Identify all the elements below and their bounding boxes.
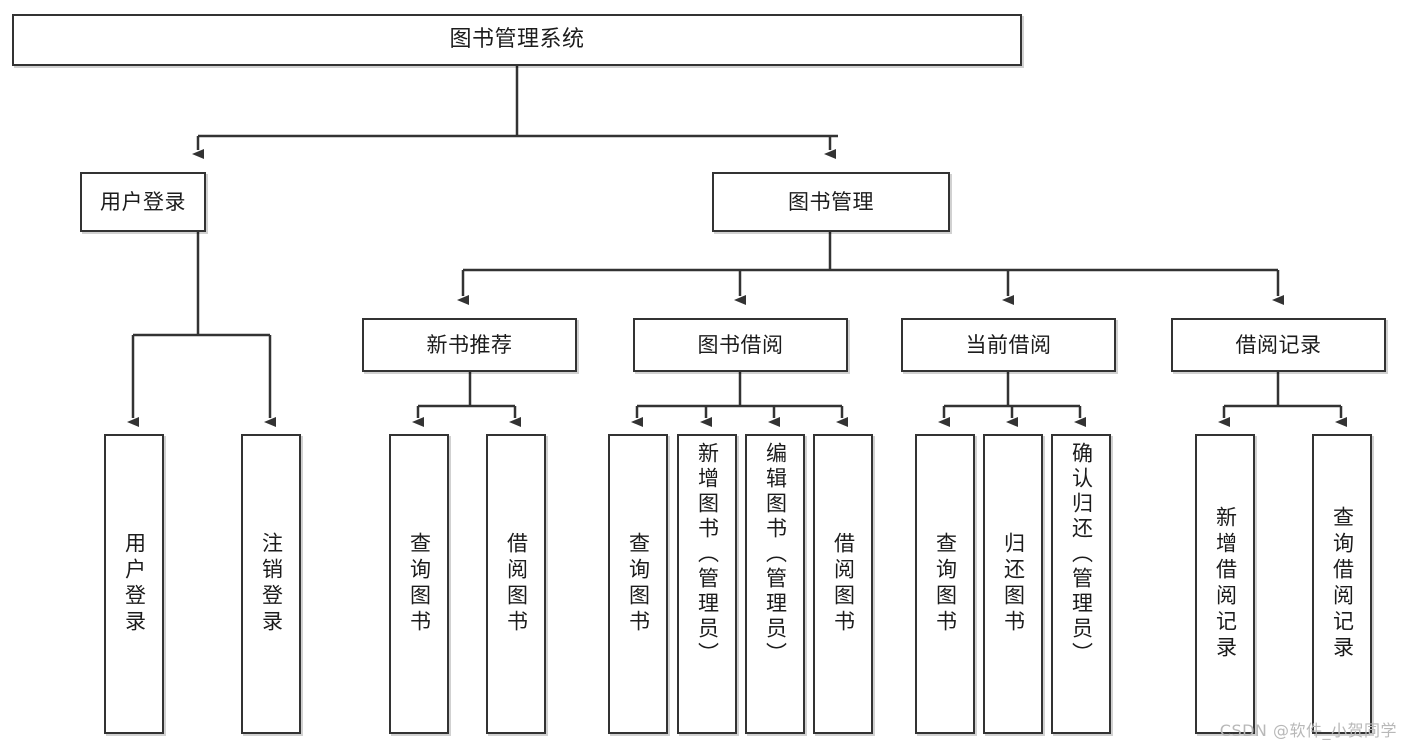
node-label: 图书管理 bbox=[788, 189, 874, 214]
csdn-watermark: CSDN @软件_小贺同学 bbox=[1219, 721, 1397, 740]
node-book-management[interactable]: 图书管理 bbox=[712, 172, 950, 232]
node-leaf-query-book-2[interactable]: 查询图书 bbox=[608, 434, 668, 734]
node-label: 用户登录 bbox=[100, 189, 186, 214]
node-book-borrow[interactable]: 图书借阅 bbox=[633, 318, 848, 372]
node-current-borrow[interactable]: 当前借阅 bbox=[901, 318, 1116, 372]
node-label: 借阅图书 bbox=[504, 532, 529, 636]
node-label: 注销登录 bbox=[259, 532, 284, 636]
node-leaf-edit-book-admin[interactable]: 编辑图书（管理员） bbox=[745, 434, 805, 734]
node-label: 查询图书 bbox=[407, 532, 432, 636]
node-label: 图书管理系统 bbox=[449, 27, 585, 53]
node-label: 新书推荐 bbox=[426, 332, 513, 357]
node-root-system[interactable]: 图书管理系统 bbox=[12, 14, 1022, 66]
node-new-book-recommend[interactable]: 新书推荐 bbox=[362, 318, 577, 372]
node-label: 借阅图书 bbox=[831, 532, 856, 636]
node-leaf-add-borrow-record[interactable]: 新增借阅记录 bbox=[1195, 434, 1255, 734]
node-leaf-return-book[interactable]: 归还图书 bbox=[983, 434, 1043, 734]
node-label: 图书借阅 bbox=[697, 332, 784, 357]
node-leaf-user-login[interactable]: 用户登录 bbox=[104, 434, 164, 734]
node-label: 查询图书 bbox=[933, 532, 958, 636]
node-label: 归还图书 bbox=[1001, 532, 1026, 636]
node-leaf-query-borrow-record[interactable]: 查询借阅记录 bbox=[1312, 434, 1372, 734]
node-leaf-borrow-book-1[interactable]: 借阅图书 bbox=[486, 434, 546, 734]
node-borrow-records[interactable]: 借阅记录 bbox=[1171, 318, 1386, 372]
node-leaf-confirm-return-admin[interactable]: 确认归还（管理员） bbox=[1051, 434, 1111, 734]
node-label: 查询图书 bbox=[626, 532, 651, 636]
node-label: 新增借阅记录 bbox=[1213, 506, 1238, 662]
node-leaf-add-book-admin[interactable]: 新增图书（管理员） bbox=[677, 434, 737, 734]
node-label: 确认归还（管理员） bbox=[1069, 442, 1094, 667]
node-label: 编辑图书（管理员） bbox=[763, 442, 788, 667]
node-label: 用户登录 bbox=[122, 532, 147, 636]
node-leaf-query-book-3[interactable]: 查询图书 bbox=[915, 434, 975, 734]
node-user-login[interactable]: 用户登录 bbox=[80, 172, 206, 232]
node-leaf-query-book-1[interactable]: 查询图书 bbox=[389, 434, 449, 734]
node-leaf-logout[interactable]: 注销登录 bbox=[241, 434, 301, 734]
node-label: 查询借阅记录 bbox=[1330, 506, 1355, 662]
node-label: 借阅记录 bbox=[1235, 332, 1322, 357]
node-label: 新增图书（管理员） bbox=[695, 442, 720, 667]
node-leaf-borrow-book-2[interactable]: 借阅图书 bbox=[813, 434, 873, 734]
node-label: 当前借阅 bbox=[965, 332, 1052, 357]
